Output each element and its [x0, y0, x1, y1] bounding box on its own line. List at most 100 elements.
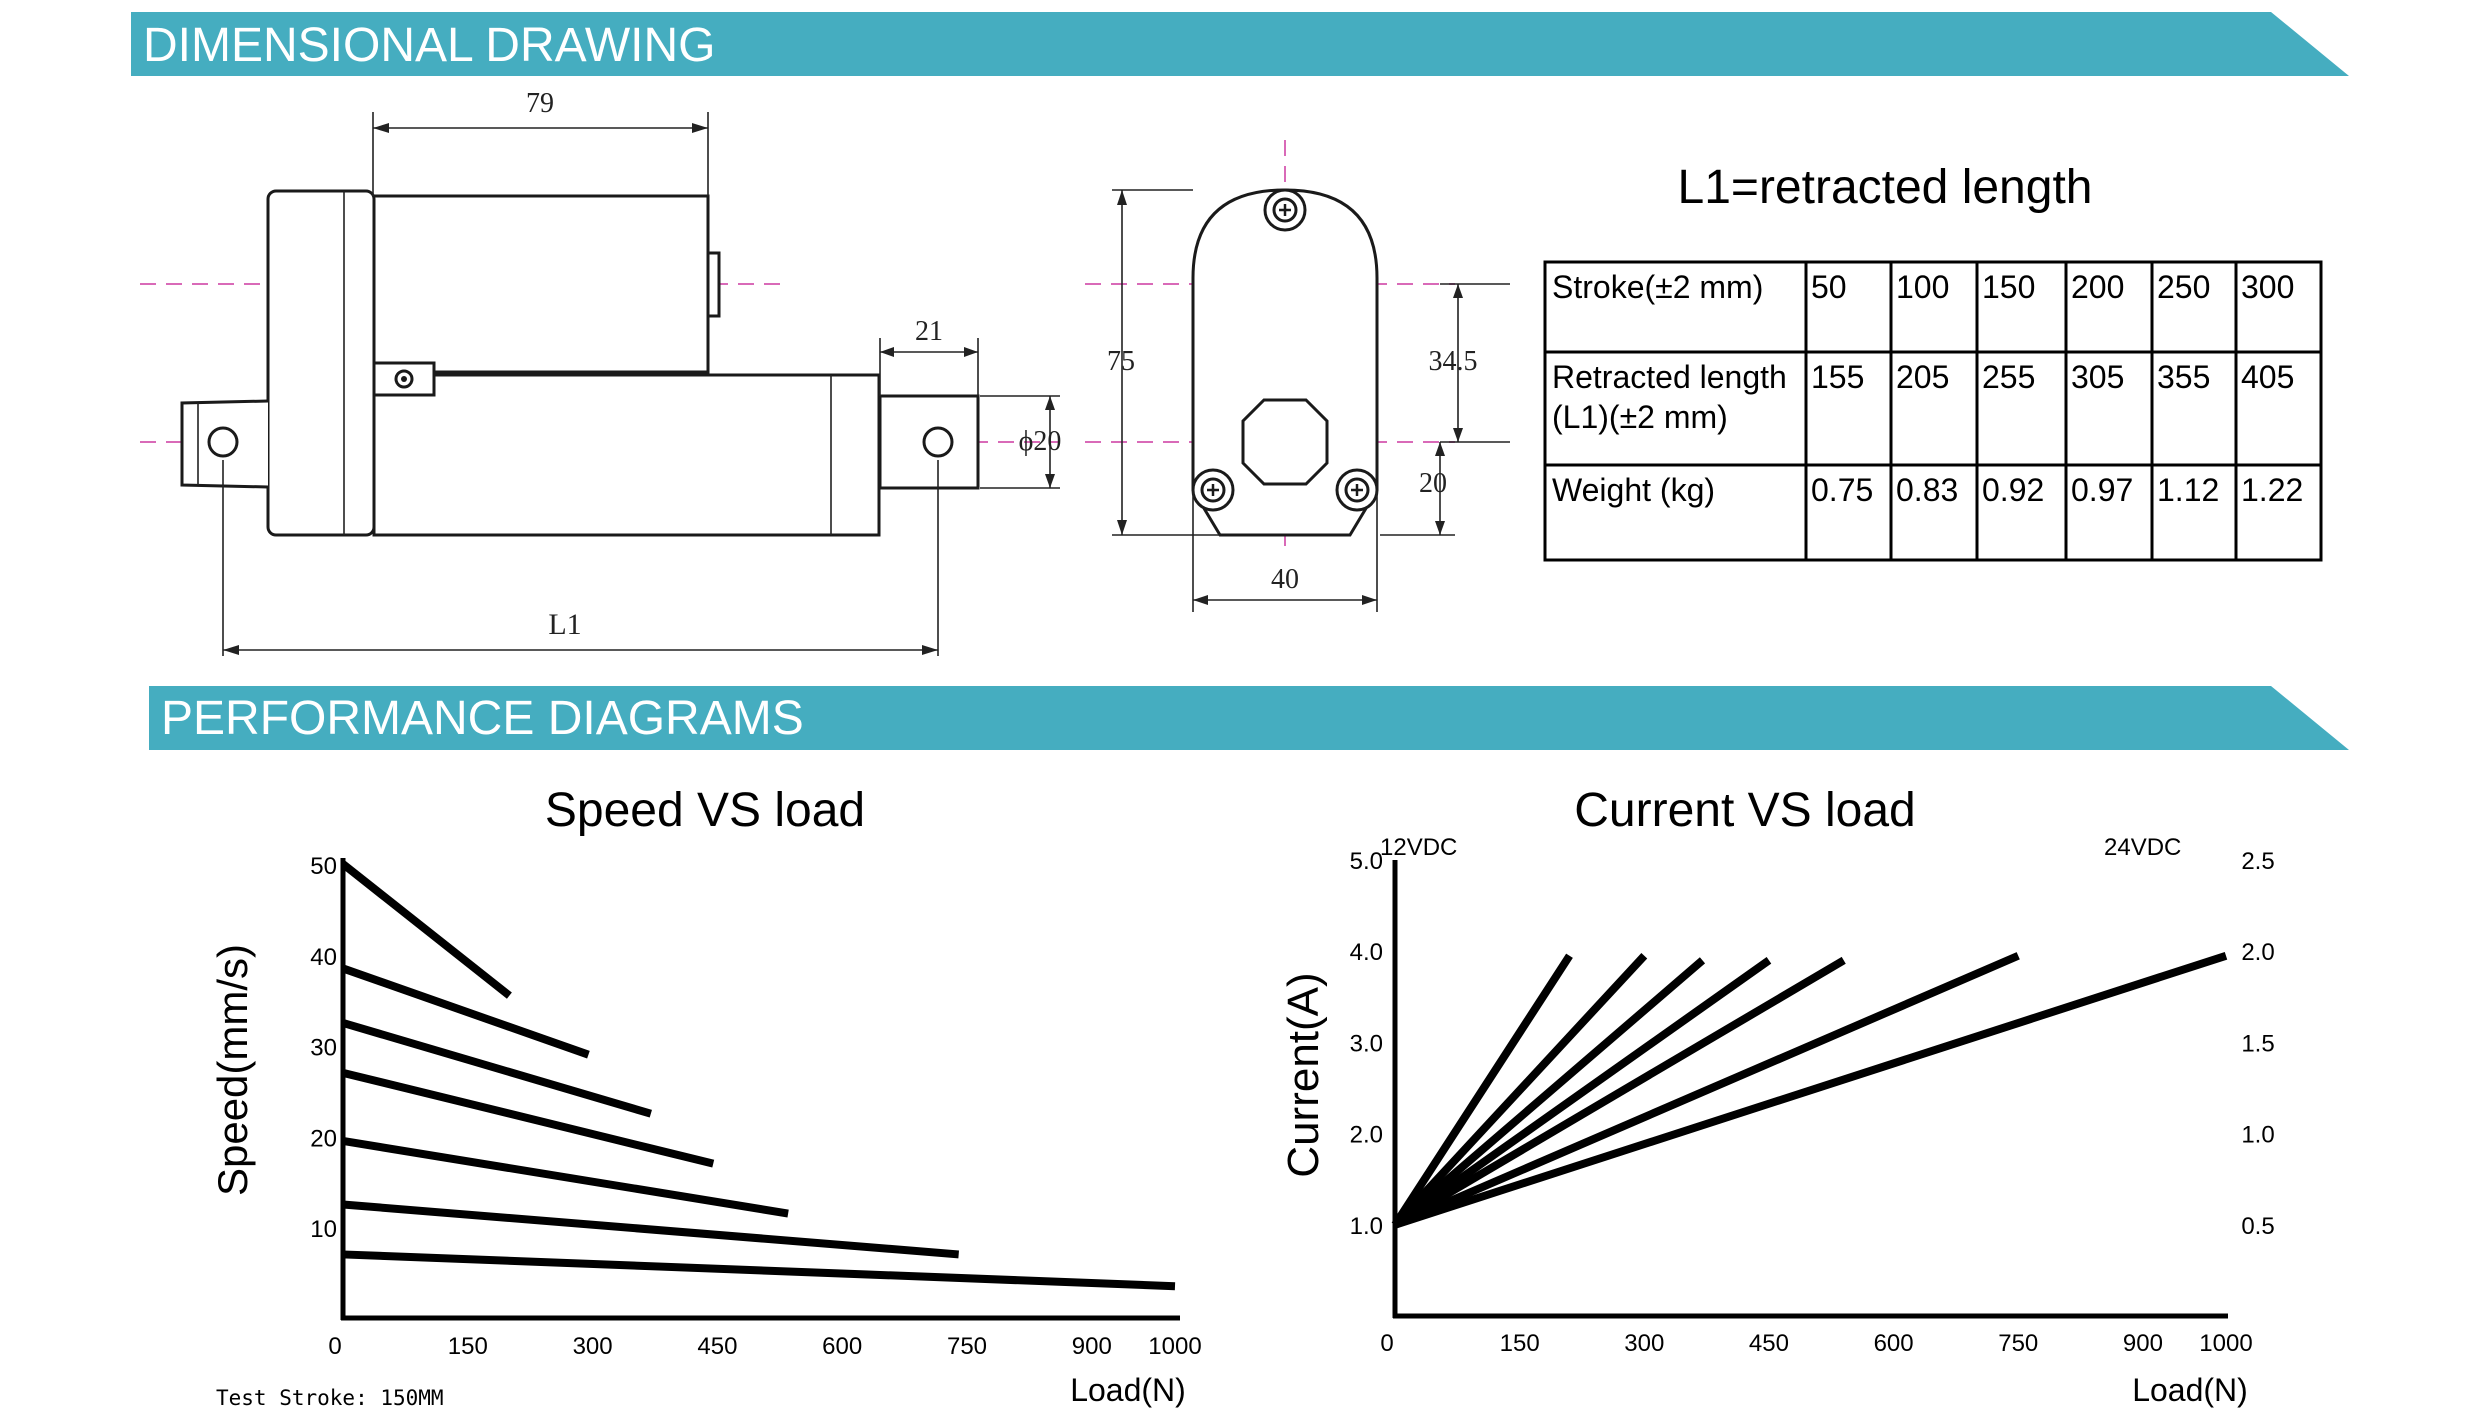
dimensional-banner: DIMENSIONAL DRAWING	[131, 12, 2349, 76]
table-cell-value: 405	[2241, 359, 2294, 395]
dim75-arrow-bottom	[1117, 520, 1127, 535]
table-cell-value: 1.12	[2157, 472, 2219, 508]
table-row-label: Stroke(±2 mm)	[1552, 269, 1763, 305]
end-top-screw-cross	[1279, 204, 1291, 216]
gearbox-housing	[266, 189, 376, 537]
speed-series-line-2	[341, 964, 590, 1059]
table-cell	[1975, 463, 2068, 562]
table-cell	[2064, 350, 2154, 467]
table-cell-value: 305	[2071, 359, 2124, 395]
l1-arrow-right	[922, 645, 938, 655]
performance-banner-title: PERFORMANCE DIAGRAMS	[161, 692, 804, 745]
dim21-arrow-right	[964, 347, 978, 357]
speed-chart-series	[340, 860, 1176, 1291]
speed-series-line-5	[342, 1136, 789, 1218]
current-chart-ylabel: Current(A)	[1279, 972, 1328, 1177]
speed-chart: Speed VS load Speed(mm/s) Load(N) Test S…	[209, 784, 1202, 1410]
current-x-tick: 900	[2123, 1330, 2163, 1357]
table-cell-value: 250	[2157, 269, 2210, 305]
table-cell-label	[1543, 260, 1808, 354]
dia-label: ϕ20	[1019, 426, 1062, 457]
table-cell	[2150, 463, 2238, 562]
dim345-arrow-bottom	[1453, 428, 1463, 442]
table-cell-value: 0.75	[1811, 472, 1873, 508]
table-cell	[2064, 260, 2154, 354]
speed-x-tick: 600	[822, 1333, 862, 1360]
dim345-arrow-top	[1453, 284, 1463, 298]
l1-arrow-left	[223, 645, 239, 655]
current-y-tick: 5.0	[1350, 848, 1383, 875]
current-y-tick: 1.0	[1350, 1213, 1383, 1240]
speed-y-tick: 30	[310, 1035, 337, 1062]
dim20-label: 20	[1419, 468, 1447, 499]
side-view-drawing: 79 21 ϕ20 L1	[140, 88, 1061, 656]
dia-arrow-top	[1045, 396, 1055, 410]
motor-body	[371, 194, 710, 374]
dim75-label: 75	[1107, 346, 1135, 377]
speed-x-tick: 150	[448, 1333, 488, 1360]
speed-chart-ylabel: Speed(mm/s)	[209, 944, 256, 1196]
speed-x-tick: 1000	[1148, 1333, 1201, 1360]
current-y2-tick: 0.5	[2241, 1213, 2274, 1240]
dim20-arrow-bottom	[1435, 521, 1445, 535]
dim79-arrow-right	[692, 123, 708, 133]
performance-banner-bg	[149, 686, 2349, 750]
rear-mount-hole	[207, 426, 239, 458]
table-cell-value: 50	[1811, 269, 1847, 305]
current-y2-tick: 1.5	[2241, 1030, 2274, 1057]
l1-label: L1	[548, 608, 581, 641]
current-chart-12vdc-label: 12VDC	[1380, 834, 1457, 861]
speed-x-tick: 0	[328, 1333, 341, 1360]
current-x-tick: 600	[1874, 1330, 1914, 1357]
current-x-tick: 300	[1624, 1330, 1664, 1357]
current-series-line-1	[1391, 953, 1573, 1227]
speed-y-tick: 50	[310, 853, 337, 880]
table-cell-value: 1.22	[2241, 472, 2303, 508]
end-shaft-octagon	[1241, 398, 1329, 486]
current-y-tick: 4.0	[1350, 939, 1383, 966]
table-cell-value: 0.92	[1982, 472, 2044, 508]
table-cell	[1804, 260, 1893, 354]
current-series-line-6	[1393, 952, 2020, 1229]
end-left-screw-cross	[1207, 484, 1219, 496]
dim40-arrow-right	[1362, 595, 1377, 605]
speed-y-tick: 20	[310, 1125, 337, 1152]
dim40-label: 40	[1271, 564, 1299, 595]
dia-arrow-bottom	[1045, 474, 1055, 488]
dimensional-banner-bg	[131, 12, 2349, 76]
table-cell-value: 0.97	[2071, 472, 2133, 508]
current-x-tick: 150	[1500, 1330, 1540, 1357]
speed-series-line-3	[341, 1019, 652, 1118]
table-cell-label	[1543, 350, 1808, 467]
current-series-line-7	[1393, 951, 2228, 1229]
speed-y-tick: 40	[310, 944, 337, 971]
table-row-label: (L1)(±2 mm)	[1552, 399, 1728, 435]
table-cell	[1889, 463, 1979, 562]
current-chart-24vdc-label: 24VDC	[2104, 834, 2181, 861]
dim79-label: 79	[526, 88, 554, 119]
table-cell-value: 0.83	[1896, 472, 1958, 508]
current-y-tick: 3.0	[1350, 1030, 1383, 1057]
speed-x-tick: 750	[947, 1333, 987, 1360]
end-view-drawing: 75 34.5 20 40	[1085, 140, 1510, 612]
current-series-line-4	[1392, 957, 1772, 1229]
motor-cap	[706, 251, 721, 318]
speed-series-line-7	[342, 1250, 1176, 1291]
table-row-label: Weight (kg)	[1552, 472, 1715, 508]
dim75-arrow-top	[1117, 190, 1127, 205]
table-cell-value: 200	[2071, 269, 2124, 305]
end-right-screw-cross	[1351, 484, 1363, 496]
table-cell	[1889, 350, 1979, 467]
table-cell	[2234, 463, 2323, 562]
current-y2-tick: 2.5	[2241, 848, 2274, 875]
table-cell	[1975, 260, 2068, 354]
table-row-label: Retracted length	[1552, 359, 1787, 395]
current-series-line-3	[1392, 957, 1706, 1228]
table-cell-value: 155	[1811, 359, 1864, 395]
dim345-label: 34.5	[1429, 346, 1478, 377]
current-series-line-5	[1392, 956, 1846, 1229]
table-cell-value: 100	[1896, 269, 1949, 305]
